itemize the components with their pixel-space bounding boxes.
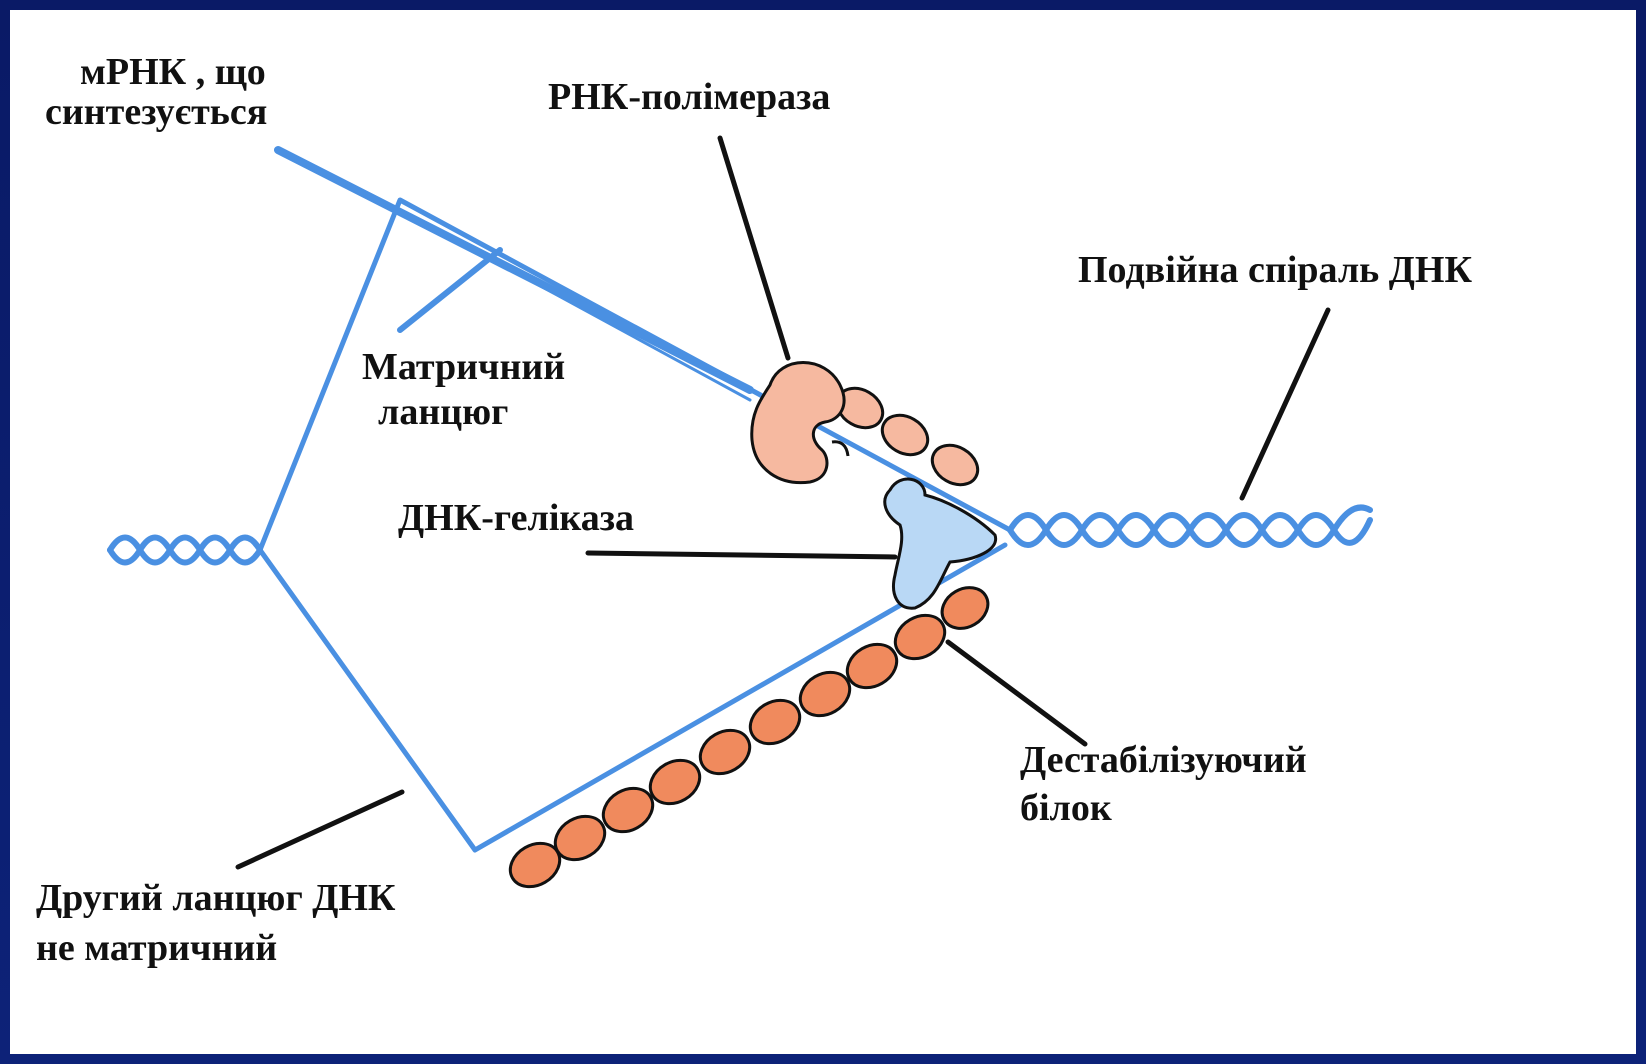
label-second-strand-line2: не матричний — [36, 926, 277, 970]
left-dna-helix — [110, 538, 260, 563]
pointer-helicase — [588, 553, 895, 557]
pointer-rna-polymerase — [720, 138, 788, 358]
label-double-helix: Подвійна спіраль ДНК — [1078, 248, 1472, 292]
right-dna-helix — [1010, 508, 1370, 546]
rna-polymerase-shape — [752, 363, 844, 483]
rna-polymerase-arrow — [832, 442, 848, 456]
label-destabilizing-line1: Дестабілізуючий — [1020, 738, 1307, 782]
label-second-strand-line1: Другий ланцюг ДНК — [36, 876, 395, 920]
label-template-line2: ланцюг — [378, 390, 508, 434]
pointer-second-strand — [238, 792, 402, 867]
pointer-double-helix — [1242, 310, 1328, 498]
pointer-destabilizing — [948, 642, 1085, 744]
template-tick — [400, 250, 500, 330]
label-mrna-line2: синтезується — [45, 90, 267, 134]
diagram-canvas: мРНК , що синтезується РНК-полімераза По… — [10, 10, 1636, 1054]
label-helicase: ДНК-геліказа — [398, 496, 634, 540]
label-rna-polymerase: РНК-полімераза — [548, 75, 830, 119]
label-mrna-line1: мРНК , що — [80, 50, 266, 94]
label-destabilizing-line2: білок — [1020, 786, 1112, 830]
destabilizing-protein-chain — [502, 580, 995, 896]
label-template-line1: Матричний — [362, 345, 565, 389]
